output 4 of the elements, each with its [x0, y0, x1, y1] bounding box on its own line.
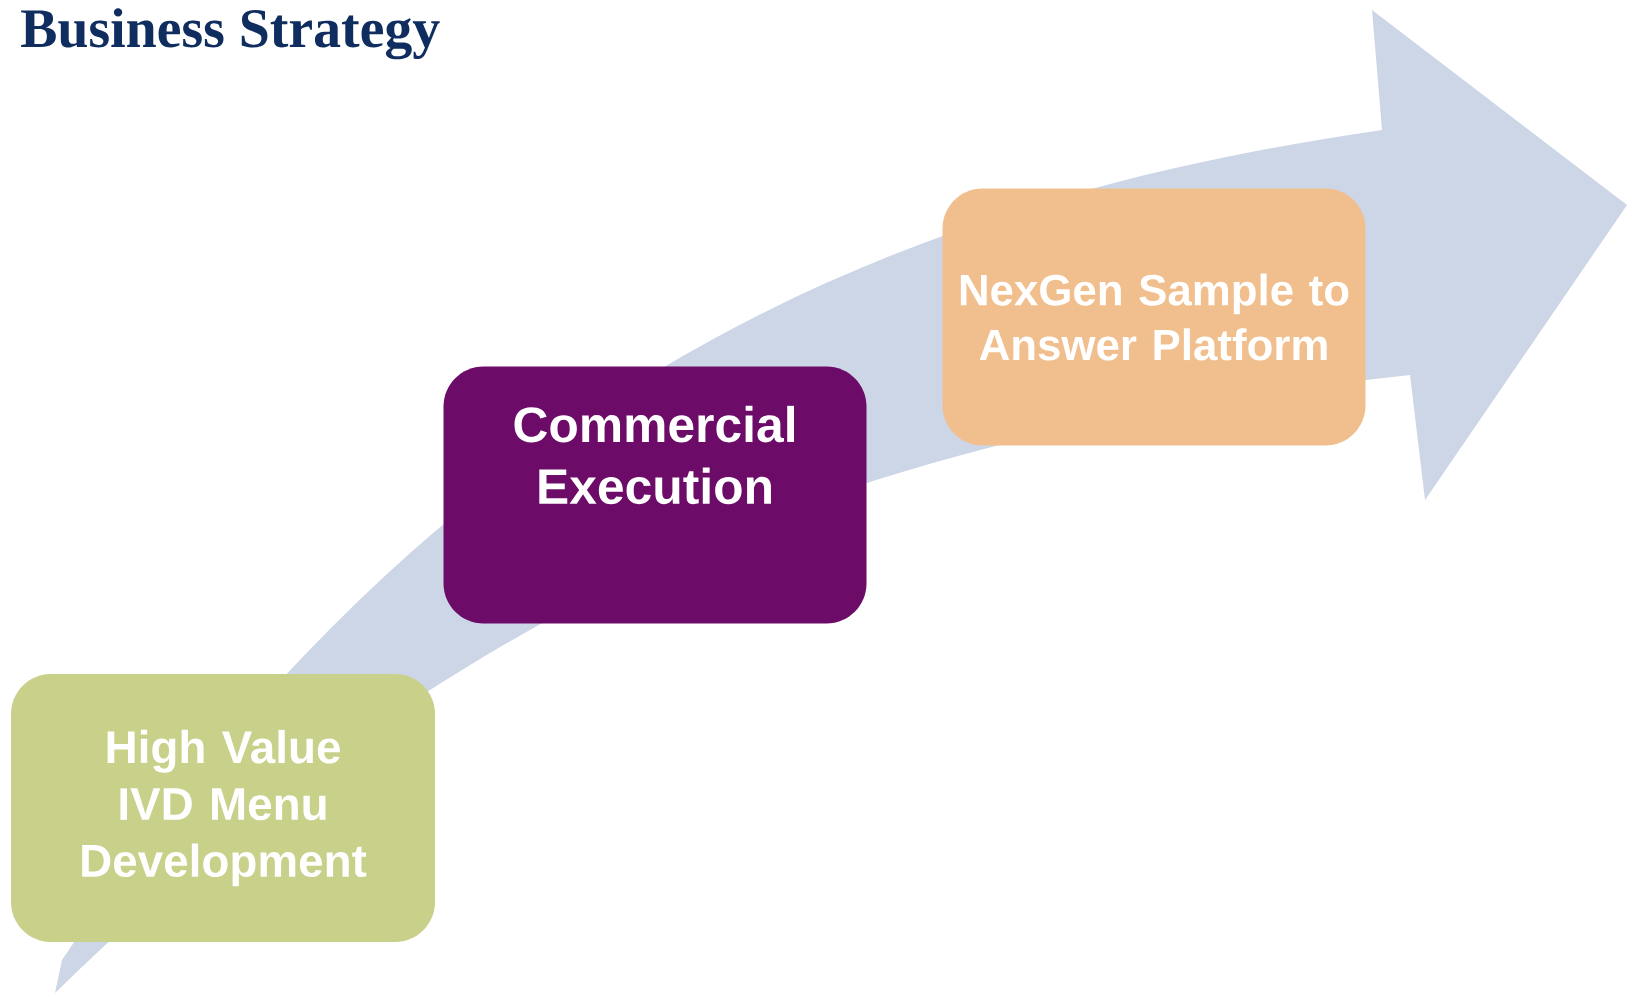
title: Business Strategy [21, 8, 440, 60]
process-box: High Value IVD Menu Development [11, 674, 435, 942]
process-box: NexGen Sample to Answer Platform [942, 188, 1366, 446]
process-box: Commercial Execution [443, 366, 867, 624]
